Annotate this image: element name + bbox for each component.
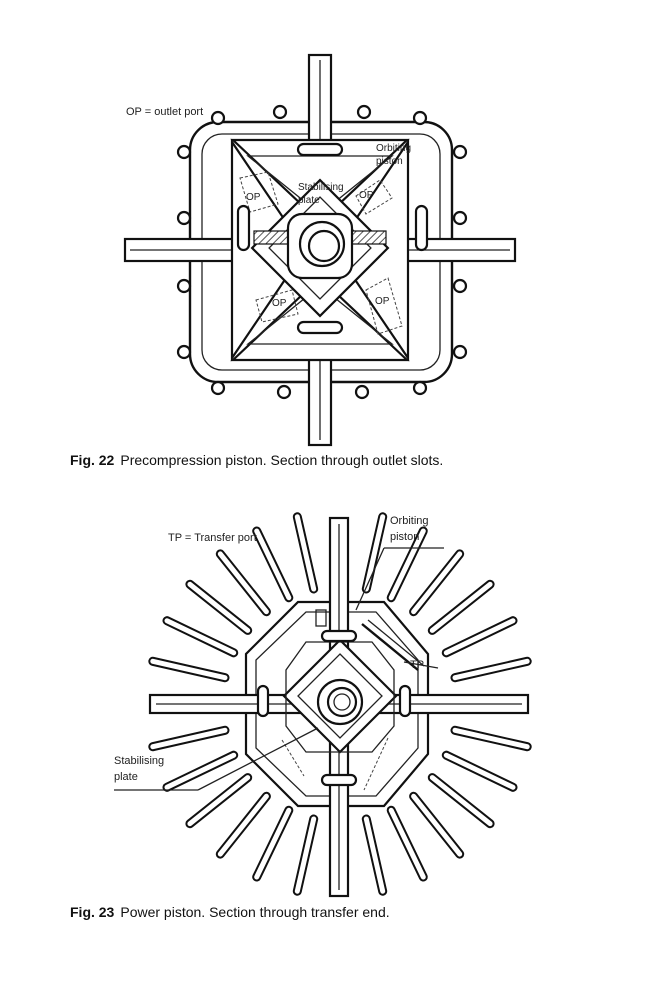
octagonal-body-inner (255, 611, 419, 797)
cooling-fin-inner (363, 816, 386, 894)
label-stabilising-plate-2: plate (114, 771, 138, 783)
label-op: OP (246, 192, 261, 203)
cooling-fin-inner (411, 551, 463, 615)
stabilising-plate (250, 178, 390, 318)
label-stabilising-plate-2: plate (298, 195, 320, 206)
cooling-fin-inner (187, 581, 251, 633)
label-orbiting-piston-1: Orbiting (390, 515, 429, 527)
precompression-piston-diagram: OP = outlet port Orbiting piston Stabili… (123, 53, 517, 447)
figure-caption: Fig. 23 Power piston. Section through tra… (70, 904, 390, 920)
cooling-fin-inner (217, 793, 269, 857)
caption-number: Fig. 23 (70, 904, 115, 920)
label-stabilising-plate-1: Stabilising (298, 182, 344, 193)
transfer-slots (256, 609, 412, 787)
cooling-fin-inner (429, 775, 493, 827)
cooling-fin-inner (429, 581, 493, 633)
cooling-fin-inner (217, 551, 269, 615)
cooling-fin-inner (164, 752, 237, 790)
legend-op: OP = outlet port (126, 106, 203, 118)
cooling-fin-inner (443, 618, 516, 656)
cooling-fins (148, 512, 532, 896)
figure-caption: Fig. 22 Precompression piston. Section th… (70, 452, 443, 468)
label-tp: TP (410, 659, 424, 671)
label-orbiting-piston-2: piston (376, 156, 403, 167)
label-op: OP (359, 190, 374, 201)
label-orbiting-piston-2: piston (390, 531, 419, 543)
cooling-fin-inner (452, 727, 530, 750)
cooling-fin-inner (164, 618, 237, 656)
cooling-fin-inner (294, 816, 317, 894)
cooling-fin-inner (150, 658, 228, 681)
outlet-port-outlines (239, 171, 403, 335)
cooling-fin-inner (187, 775, 251, 827)
cooling-fin-inner (452, 658, 530, 681)
cooling-fin-inner (443, 752, 516, 790)
central-hub (316, 678, 364, 726)
cooling-fin-inner (254, 528, 292, 601)
legend-tp: TP = Transfer port (168, 532, 257, 544)
cooling-fin-inner (411, 793, 463, 857)
outlet-slots (236, 142, 429, 335)
cooling-fin-inner (150, 727, 228, 750)
cooling-fin-inner (363, 514, 386, 592)
figure-23: TP = Transfer port Orbiting piston TP St… (0, 490, 666, 940)
figure-22: OP = outlet port Orbiting piston Stabili… (0, 0, 666, 480)
bolt-lugs (176, 104, 468, 400)
cooling-fin-inner (388, 528, 426, 601)
cooling-fin-inner (294, 514, 317, 592)
cooling-fin-inner (388, 807, 426, 880)
label-orbiting-piston-1: Orbiting (376, 143, 411, 154)
label-op: OP (375, 296, 390, 307)
label-stabilising-plate-1: Stabilising (114, 755, 164, 767)
power-piston-diagram: TP = Transfer port Orbiting piston TP St… (114, 512, 532, 898)
cooling-fin-inner (254, 807, 292, 880)
caption-text: Precompression piston. Section through o… (120, 452, 444, 468)
caption-number: Fig. 22 (70, 452, 115, 468)
caption-text: Power piston. Section through transfer e… (120, 904, 390, 920)
label-op: OP (272, 298, 287, 309)
leader-lines (114, 547, 444, 791)
